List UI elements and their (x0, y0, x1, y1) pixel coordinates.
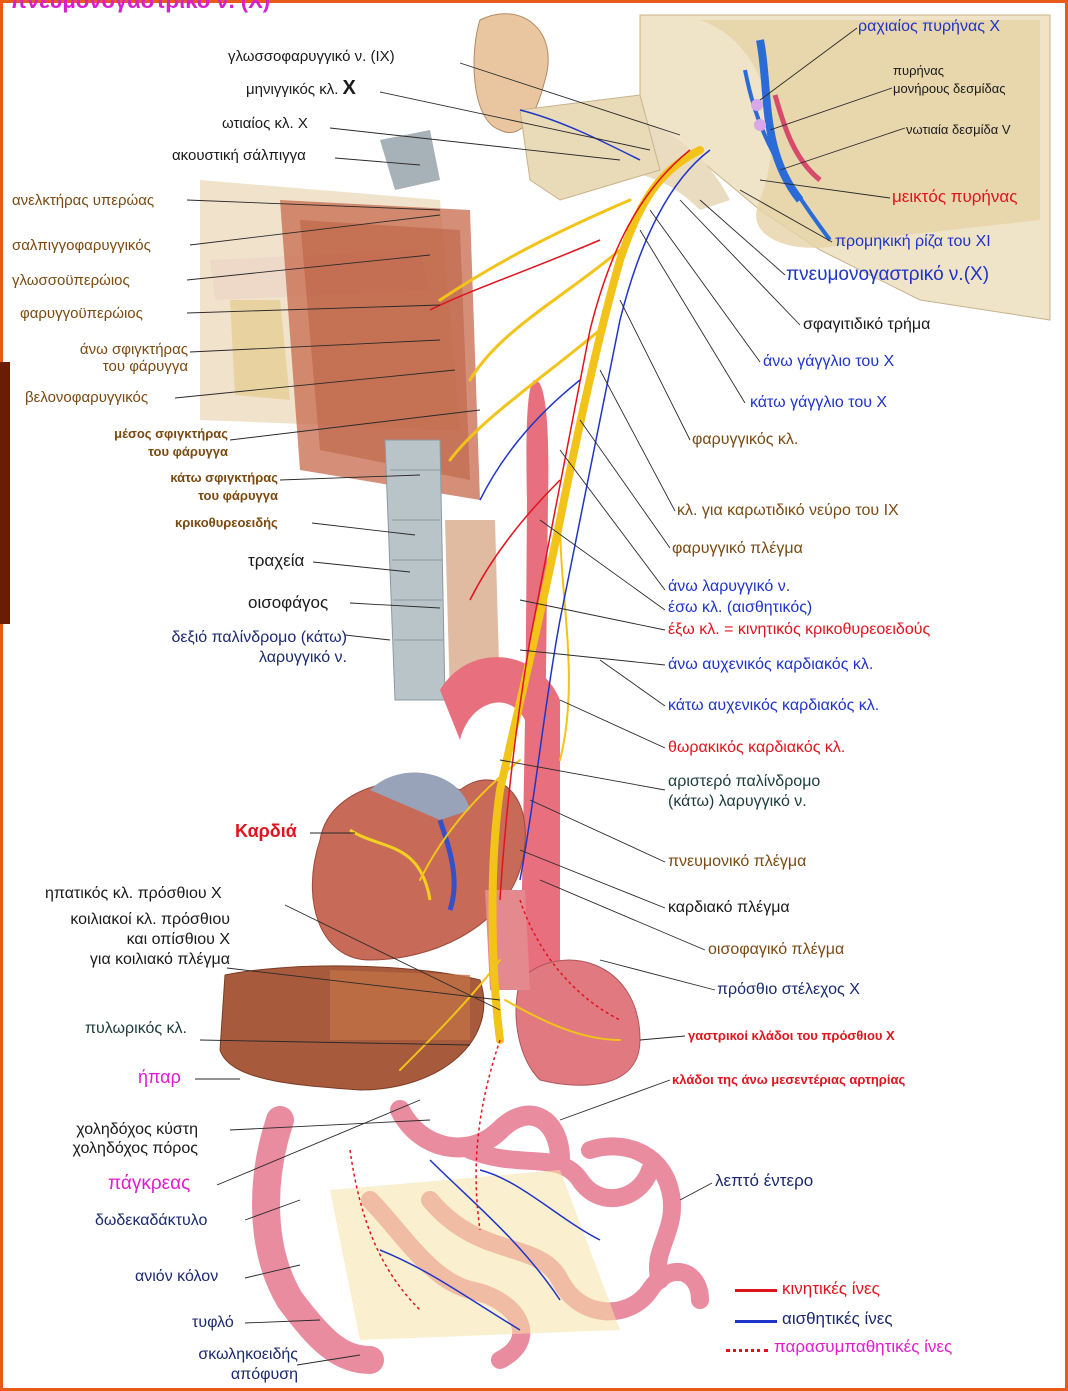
label-stylopharyngeus: βελονοφαρυγγικός (25, 389, 148, 406)
label-gastric-branches: γαστρικοί κλάδοι του πρόσθιου X (688, 1027, 895, 1044)
label-right-recurrent: δεξιό παλίνδρομο (κάτω)λαρυγγικό ν. (105, 628, 347, 668)
label-cricothyroid: κρικοθυρεοειδής (175, 514, 278, 531)
label-solitary-1: πυρήνας (893, 62, 1006, 80)
label-meningeal: μηνιγγικός κλ. X (246, 80, 356, 98)
label-right-recurrent-1: δεξιό παλίνδρομο (κάτω) (105, 628, 347, 648)
label-left-recurrent: αριστερό παλίνδρομο(κάτω) λαρυγγικό ν. (668, 772, 820, 812)
label-solitary-2: μονήρους δεσμίδας (893, 80, 1006, 98)
label-external-branch: έξω κλ. = κινητικός κρικοθυρεοειδούς (668, 621, 930, 638)
label-ascending-colon: ανιόν κόλον (135, 1268, 218, 1285)
label-duodenum: δωδεκαδάκτυλο (95, 1212, 207, 1229)
label-palatoglossus: γλωσσοϋπερώιος (12, 272, 130, 289)
diagram-title: πνευμονογαστρικό ν. (X) (10, 0, 270, 14)
stomach (516, 960, 640, 1085)
label-palatopharyngeus: φαρυγγοϋπερώιος (20, 305, 143, 322)
label-pharyngeal-branch: φαρυγγικός κλ. (692, 431, 798, 448)
label-right-recurrent-2: λαρυγγικό ν. (105, 648, 347, 668)
label-pulmonary-plexus: πνευμονικό πλέγμα (668, 853, 806, 870)
label-mid-constrictor-1: μέσος σφιγκτήρας (50, 425, 228, 443)
label-jugular-foramen: σφαγιτιδικό τρήμα (803, 316, 930, 333)
label-left-recurrent-1: αριστερό παλίνδρομο (668, 772, 820, 792)
label-sup-laryngeal: άνω λαρυγγικό ν. (668, 578, 790, 595)
label-auricular: ωτιαίος κλ. X (222, 115, 308, 132)
label-vagus: πνευμονογαστρικό ν.(X) (786, 266, 989, 283)
label-inf-constrictor-2: του φάρυγγα (98, 487, 278, 505)
label-internal-branch: έσω κλ. (αισθητικός) (668, 599, 812, 616)
label-dorsal-nucleus: ραχιαίος πυρήνας X (858, 18, 1000, 35)
intestines (266, 1110, 700, 1360)
label-hepatic: ηπατικός κλ. πρόσθιου X (45, 885, 222, 902)
label-inf-cervical-cardiac: κάτω αυχενικός καρδιακός κλ. (668, 697, 879, 714)
label-celiac-1: κοιλιακοί κλ. πρόσθιου (8, 910, 230, 930)
legend-parasympathetic: παρασυμπαθητικές ίνες (774, 1337, 952, 1357)
legend-sensory-swatch (735, 1320, 777, 1323)
label-sma-branches: κλάδοι της άνω μεσεντέριας αρτηρίας (672, 1071, 905, 1088)
label-cranial-root-xi: προμηκική ρίζα του XI (835, 233, 991, 250)
label-heart: Καρδιά (235, 823, 297, 840)
label-inf-constrictor-1: κάτω σφιγκτήρας (98, 469, 278, 487)
label-pyloric: πυλωρικός κλ. (85, 1020, 187, 1037)
label-thoracic-cardiac: θωρακικός καρδιακός κλ. (668, 739, 845, 756)
label-small-intestine: λεπτό έντερο (715, 1172, 813, 1189)
label-superior-ganglion: άνω γάγγλιο του X (763, 353, 894, 370)
label-salpingopharyngeus: σαλπιγγοφαρυγγικός (12, 237, 151, 254)
label-spinal-trigeminal: νωτιαία δεσμίδα V (906, 121, 1011, 138)
label-cecum: τυφλό (192, 1314, 234, 1331)
label-esophagus: οισοφάγος (248, 594, 328, 611)
label-sup-constrictor-2: του φάρυγγα (20, 358, 188, 375)
label-bile-duct: χοληδόχος πόρος (40, 1139, 198, 1158)
label-carotid-branch: κλ. για καρωτιδικό νεύρο του IX (677, 502, 899, 519)
label-pancreas: πάγκρεας (108, 1175, 190, 1192)
label-gallbladder-text: χοληδόχος κύστη (40, 1120, 198, 1139)
label-trachea: τραχεία (248, 552, 304, 569)
label-sup-cervical-cardiac: άνω αυχενικός καρδιακός κλ. (668, 656, 873, 673)
label-glossopharyngeal: γλωσσοφαρυγγικό ν. (IX) (228, 48, 395, 65)
label-meningeal-x: X (343, 77, 356, 99)
label-liver: ήπαρ (138, 1069, 181, 1086)
label-levator-veli: ανελκτήρας υπερώας (12, 192, 154, 209)
label-esophageal-plexus: οισοφαγικό πλέγμα (708, 941, 844, 958)
label-pharyngeal-plexus: φαρυγγικό πλέγμα (672, 540, 803, 557)
label-anterior-trunk: πρόσθιο στέλεχος X (717, 981, 860, 998)
legend-motor: κινητικές ίνες (782, 1279, 880, 1299)
label-appendix-1: σκωληκοειδής (150, 1345, 298, 1365)
label-celiac-3: για κοιλιακό πλέγμα (8, 950, 230, 970)
label-left-recurrent-2: (κάτω) λαρυγγικό ν. (668, 792, 820, 812)
label-appendix-2: απόφυση (150, 1365, 298, 1385)
label-ambiguus: μεικτός πυρήνας (892, 188, 1017, 205)
label-inferior-ganglion: κάτω γάγγλιο του X (750, 394, 887, 411)
label-meningeal-text: μηνιγγικός κλ. (246, 81, 338, 98)
label-cardiac-plexus: καρδιακό πλέγμα (668, 899, 790, 916)
legend-sensory: αισθητικές ίνες (782, 1309, 893, 1329)
label-eustachian: ακουστική σάλπιγγα (172, 147, 306, 164)
label-celiac-2: και οπίσθιου X (8, 930, 230, 950)
legend-parasympathetic-swatch (726, 1349, 768, 1352)
label-mid-constrictor-2: του φάρυγγα (50, 443, 228, 461)
label-sup-constrictor-1: άνω σφιγκτήρας (20, 341, 188, 358)
legend-motor-swatch (735, 1289, 777, 1292)
